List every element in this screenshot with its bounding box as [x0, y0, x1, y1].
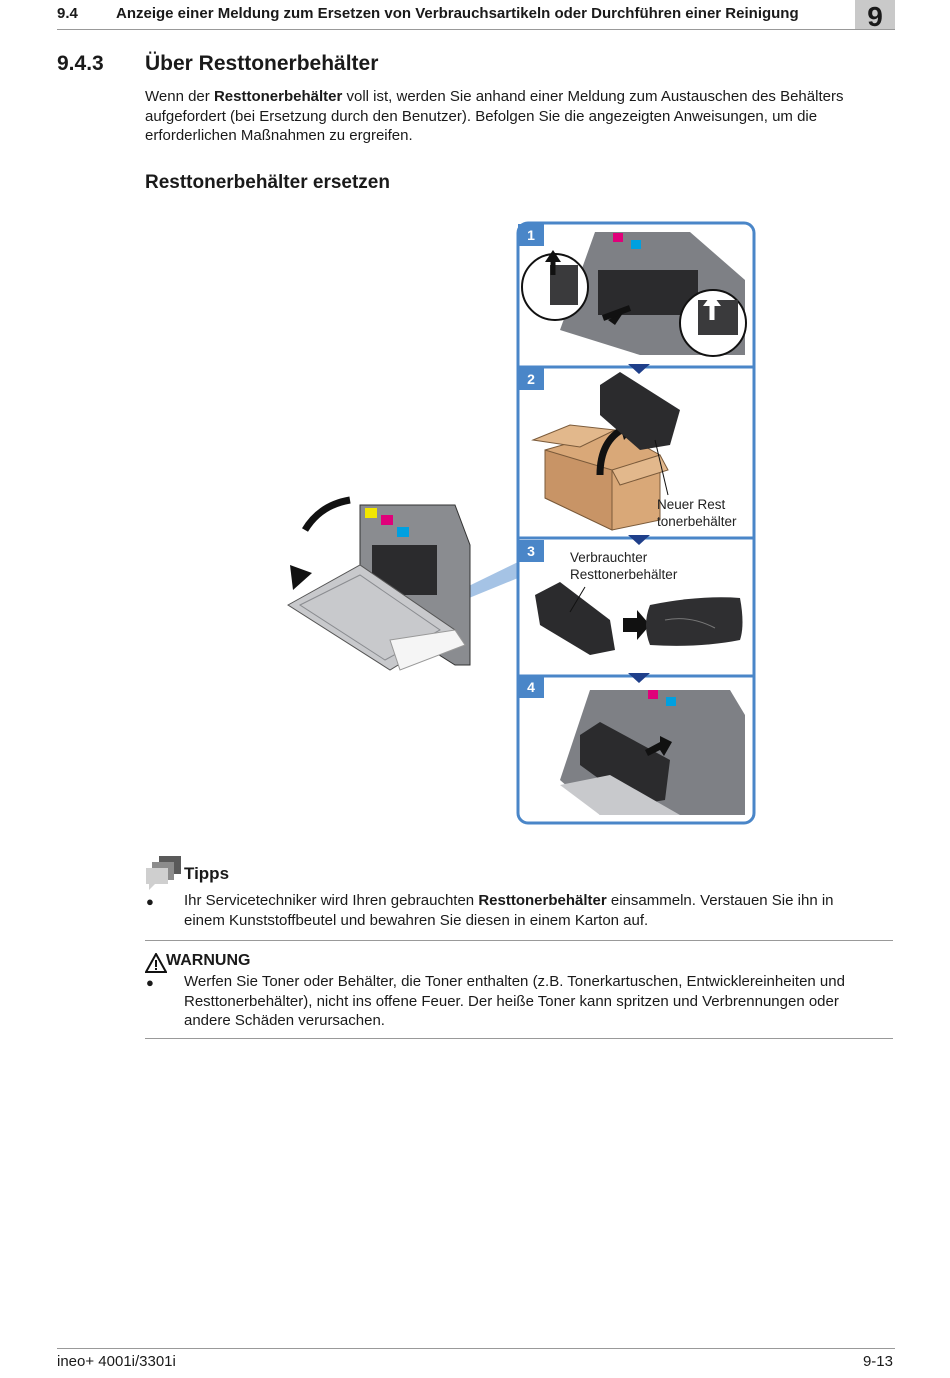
- step2-illustration: [531, 372, 680, 531]
- intro-text: aufgefordert (bei Ersetzung durch den Be…: [145, 107, 818, 125]
- step4-illustration: [560, 690, 745, 815]
- footer-rule: [57, 1348, 895, 1349]
- warning-icon: [145, 953, 167, 973]
- warning-title: WARNUNG: [166, 952, 251, 969]
- divider: [145, 1038, 893, 1039]
- step-badge: 2: [518, 368, 544, 390]
- insert-arrow: [623, 610, 650, 640]
- replacement-figure: [287, 221, 756, 825]
- footer-model: ineo+ 4001i/3301i: [57, 1353, 176, 1370]
- section-number: 9.4.3: [57, 52, 104, 75]
- push-arrow: [645, 736, 672, 756]
- footer-page-number: 9-13: [862, 1353, 893, 1370]
- header-rule: [57, 29, 895, 30]
- new-waste-container: [600, 372, 680, 450]
- used-waste-container: [535, 582, 615, 655]
- tips-icon: [146, 856, 181, 890]
- tips-title: Tipps: [184, 864, 230, 883]
- warning-text-line: Resttonerbehälter), nicht ins offene Feu…: [184, 992, 839, 1010]
- printer-front-door-illustration: [287, 496, 471, 671]
- warning-text-line: Werfen Sie Toner oder Behälter, die Tone…: [184, 973, 845, 990]
- step1-illustration: [521, 232, 747, 357]
- section-title: Über Resttonerbehälter: [145, 52, 379, 75]
- cyan-marker: [397, 527, 409, 537]
- divider: [145, 940, 893, 941]
- step-badge: 1: [518, 224, 544, 246]
- intro-text: Wenn der: [145, 88, 214, 105]
- step-divider-marker: [628, 364, 650, 374]
- tips-text: Ihr Servicetechniker wird Ihren gebrauch…: [184, 891, 894, 930]
- bullet: ●: [146, 975, 154, 990]
- label-text: Resttonerbehälter: [570, 567, 678, 582]
- chapter-number: 9: [867, 1, 883, 32]
- tips-text-part: Ihr Servicetechniker wird Ihren gebrauch…: [184, 892, 479, 909]
- warning-text: Werfen Sie Toner oder Behälter, die Tone…: [184, 972, 894, 1031]
- step-badge: 3: [518, 540, 544, 562]
- plastic-bag: [646, 597, 743, 646]
- intro-text: erforderlichen Maßnahmen zu ergreifen.: [145, 127, 413, 144]
- label-text: Verbrauchter: [570, 550, 648, 565]
- subsection-title: Resttonerbehälter ersetzen: [145, 172, 390, 193]
- step-badge: 4: [518, 676, 544, 698]
- intro-bold-term: Resttonerbehälter: [213, 88, 343, 105]
- tips-text-part: einem Kunststoffbeutel und bewahren Sie …: [184, 911, 649, 929]
- bullet: ●: [146, 894, 154, 909]
- tips-text-part: einsammeln. Verstauen Sie ihn in: [606, 892, 834, 909]
- label-new-container: Neuer Rest tonerbehälter: [657, 496, 737, 530]
- magenta-marker: [381, 515, 393, 525]
- step3-illustration: [535, 582, 743, 655]
- header-section-number: 9.4: [57, 5, 78, 22]
- label-text: Neuer Rest: [657, 497, 726, 512]
- step-divider-marker: [628, 535, 650, 545]
- open-door-arrow: [301, 496, 351, 532]
- chapter-tab: [855, 0, 895, 29]
- step-divider-marker: [628, 673, 650, 683]
- header-title: Anzeige einer Meldung zum Ersetzen von V…: [116, 5, 799, 22]
- tips-bold-term: Resttonerbehälter: [478, 892, 607, 909]
- label-used-container: Verbrauchter Resttonerbehälter: [570, 549, 677, 583]
- intro-paragraph: Wenn der Resttonerbehälter voll ist, wer…: [145, 87, 893, 146]
- intro-text: voll ist, werden Sie anhand einer Meldun…: [342, 88, 844, 105]
- label-text: tonerbehälter: [657, 514, 737, 529]
- yellow-marker: [365, 508, 377, 518]
- warning-text-line: andere Schäden verursachen.: [184, 1012, 385, 1029]
